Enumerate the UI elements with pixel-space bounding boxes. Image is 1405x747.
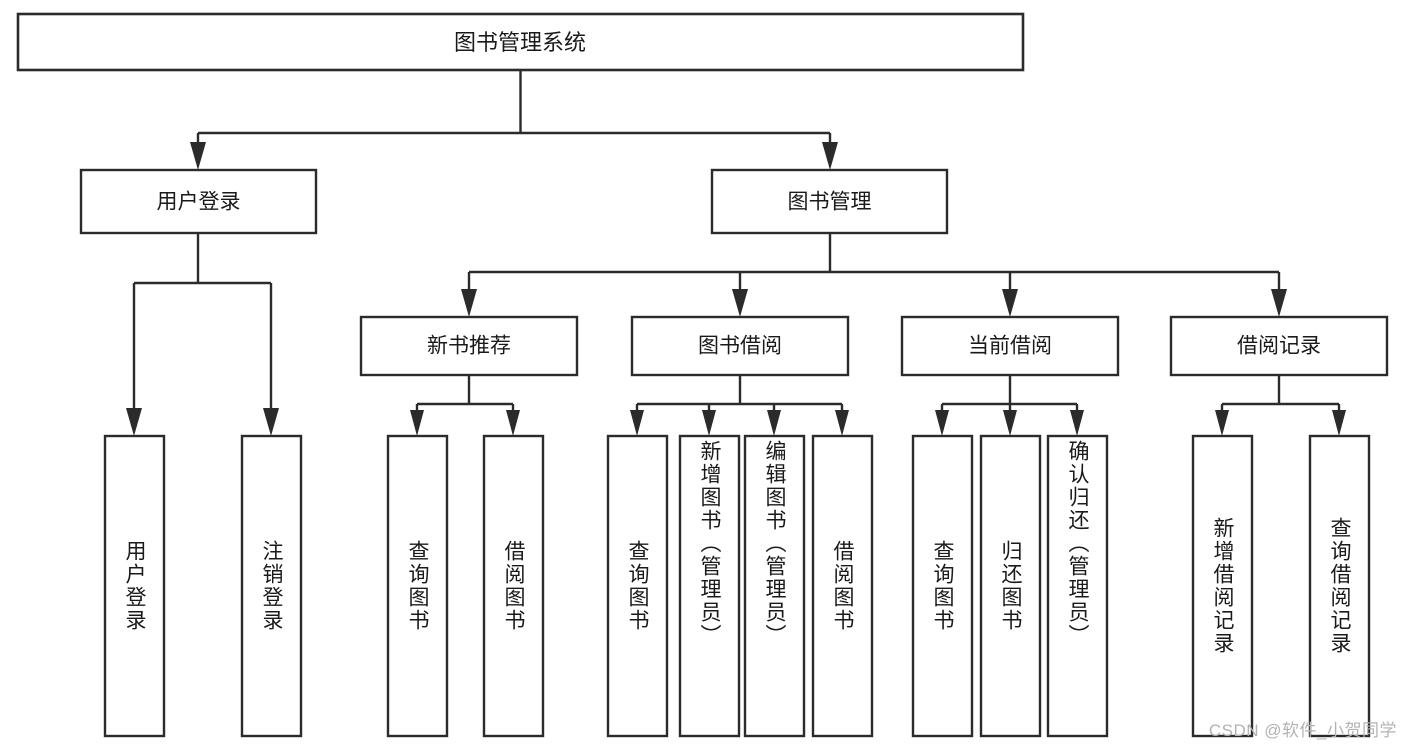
leaf-query-record-rect[interactable]: [1308, 434, 1371, 738]
node-book-borrow-rect[interactable]: [630, 315, 850, 377]
node-borrow-record-label: 借阅记录: [1237, 335, 1321, 358]
node-current-borrow-rect[interactable]: [900, 315, 1120, 377]
arrowhead-borrow-record: [1271, 289, 1287, 317]
leaf-add-record-rect[interactable]: [1191, 434, 1254, 738]
arrowhead-book-management: [822, 142, 838, 170]
arrowheads: [126, 142, 1346, 436]
node-root-rect[interactable]: [16, 12, 1025, 72]
arrowhead-book-borrow: [732, 289, 748, 317]
leaf-return-book-rect[interactable]: [979, 434, 1042, 738]
arrowhead-leaf-confirm-return: [1070, 410, 1084, 436]
node-user-login-rect[interactable]: [79, 168, 318, 235]
node-new-book-recommend[interactable]: 新书推荐: [359, 315, 579, 377]
leaf-nodes[interactable]: [103, 434, 1371, 738]
leaf-query-book-1-rect[interactable]: [386, 434, 449, 738]
leaf-edit-book-rect[interactable]: [743, 434, 806, 738]
node-user-login[interactable]: 用户登录: [79, 168, 318, 235]
arrowhead-leaf-borrow-book-1: [506, 410, 520, 436]
arrowhead-leaf-logout-login: [263, 408, 279, 436]
arrowhead-leaf-add-record: [1215, 410, 1229, 436]
watermark: CSDN @软件_小贺同学: [1208, 721, 1397, 740]
leaf-borrow-book-2-rect[interactable]: [811, 434, 874, 738]
arrowhead-leaf-return-book: [1003, 410, 1017, 436]
arrowhead-leaf-add-book: [702, 410, 716, 436]
arrowhead-current-borrow: [1002, 289, 1018, 317]
node-user-login-label: 用户登录: [157, 191, 241, 214]
leaf-borrow-book-1-rect[interactable]: [482, 434, 545, 738]
leaf-logout-login-rect[interactable]: [240, 434, 303, 738]
arrowhead-leaf-borrow-book-2: [835, 410, 849, 436]
arrowhead-new-book: [461, 289, 477, 317]
leaf-query-book-3-rect[interactable]: [911, 434, 974, 738]
leaf-confirm-return-rect[interactable]: [1046, 434, 1109, 738]
leaf-query-book-2-rect[interactable]: [606, 434, 669, 738]
node-root-label: 图书管理系统: [454, 30, 586, 55]
arrowhead-leaf-query-book-3: [935, 410, 949, 436]
arrowhead-leaf-query-record: [1332, 410, 1346, 436]
node-borrow-record[interactable]: 借阅记录: [1169, 315, 1389, 377]
node-current-borrow-label: 当前借阅: [968, 335, 1052, 358]
node-book-management[interactable]: 图书管理: [710, 168, 949, 235]
node-book-management-label: 图书管理: [788, 191, 872, 214]
node-root[interactable]: 图书管理系统: [16, 12, 1025, 72]
node-current-borrow[interactable]: 当前借阅: [900, 315, 1120, 377]
leaf-add-book-rect[interactable]: [678, 434, 741, 738]
node-borrow-record-rect[interactable]: [1169, 315, 1389, 377]
arrowhead-leaf-edit-book: [767, 410, 781, 436]
node-book-management-rect[interactable]: [710, 168, 949, 235]
node-book-borrow-label: 图书借阅: [698, 335, 782, 358]
node-new-book-recommend-rect[interactable]: [359, 315, 579, 377]
arrowhead-leaf-user-login: [126, 408, 142, 436]
arrowhead-leaf-query-book-2: [630, 410, 644, 436]
arrowhead-user-login: [190, 142, 206, 170]
node-book-borrow[interactable]: 图书借阅: [630, 315, 850, 377]
node-new-book-recommend-label: 新书推荐: [427, 335, 511, 358]
arrowhead-leaf-query-book-1: [410, 410, 424, 436]
leaf-user-login-rect[interactable]: [103, 434, 166, 738]
